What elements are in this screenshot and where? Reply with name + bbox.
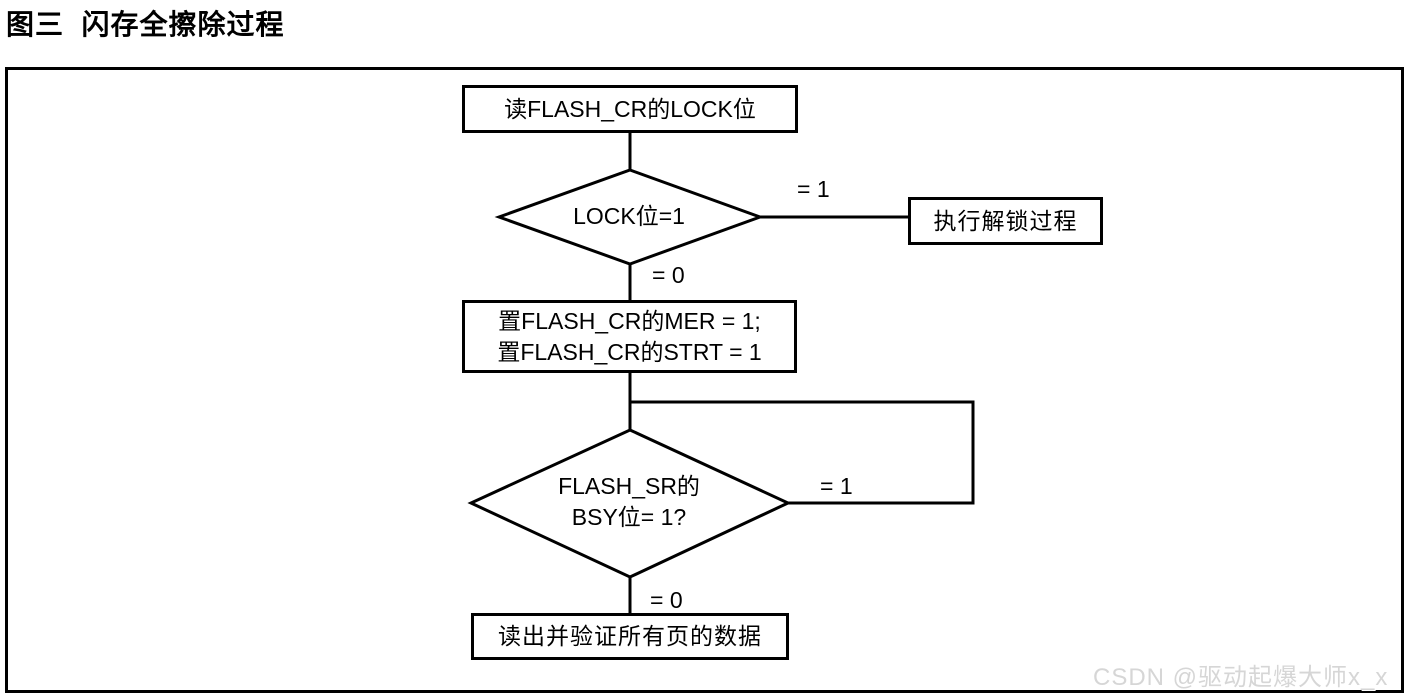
decision-diamond-bsy	[467, 428, 792, 579]
process-box-set-bits-line1: 置FLASH_CR的MER = 1;	[498, 307, 761, 334]
figure-title: 图三 闪存全擦除过程	[6, 9, 285, 40]
process-box-verify: 读出并验证所有页的数据	[471, 613, 789, 660]
process-box-read-lock-label: 读FLASH_CR的LOCK位	[504, 95, 756, 122]
watermark: CSDN @驱动起爆大师x_x	[1093, 664, 1389, 691]
process-box-set-bits: 置FLASH_CR的MER = 1; 置FLASH_CR的STRT = 1	[462, 300, 797, 373]
diagram-frame	[5, 67, 1404, 693]
decision-bsy-label: FLASH_SR的 BSY位= 1?	[519, 471, 739, 533]
edge-label-lock-no: = 0	[652, 262, 685, 288]
edge-label-bsy-no: = 0	[650, 587, 683, 613]
process-box-read-lock: 读FLASH_CR的LOCK位	[462, 85, 798, 133]
process-box-unlock: 执行解锁过程	[908, 197, 1103, 245]
process-box-set-bits-line2: 置FLASH_CR的STRT = 1	[497, 338, 762, 365]
decision-diamond-lock	[494, 168, 765, 266]
process-box-verify-label: 读出并验证所有页的数据	[498, 623, 762, 649]
decision-bsy-label-line2: BSY位= 1?	[571, 504, 687, 530]
decision-bsy-label-line1: FLASH_SR的	[558, 473, 700, 499]
process-box-unlock-label: 执行解锁过程	[933, 207, 1078, 234]
edge-label-bsy-yes: = 1	[820, 473, 853, 499]
edge-label-lock-yes: = 1	[797, 176, 830, 202]
decision-lock-label: LOCK位=1	[573, 203, 685, 229]
connector-bsycheck-loopback	[630, 400, 975, 505]
